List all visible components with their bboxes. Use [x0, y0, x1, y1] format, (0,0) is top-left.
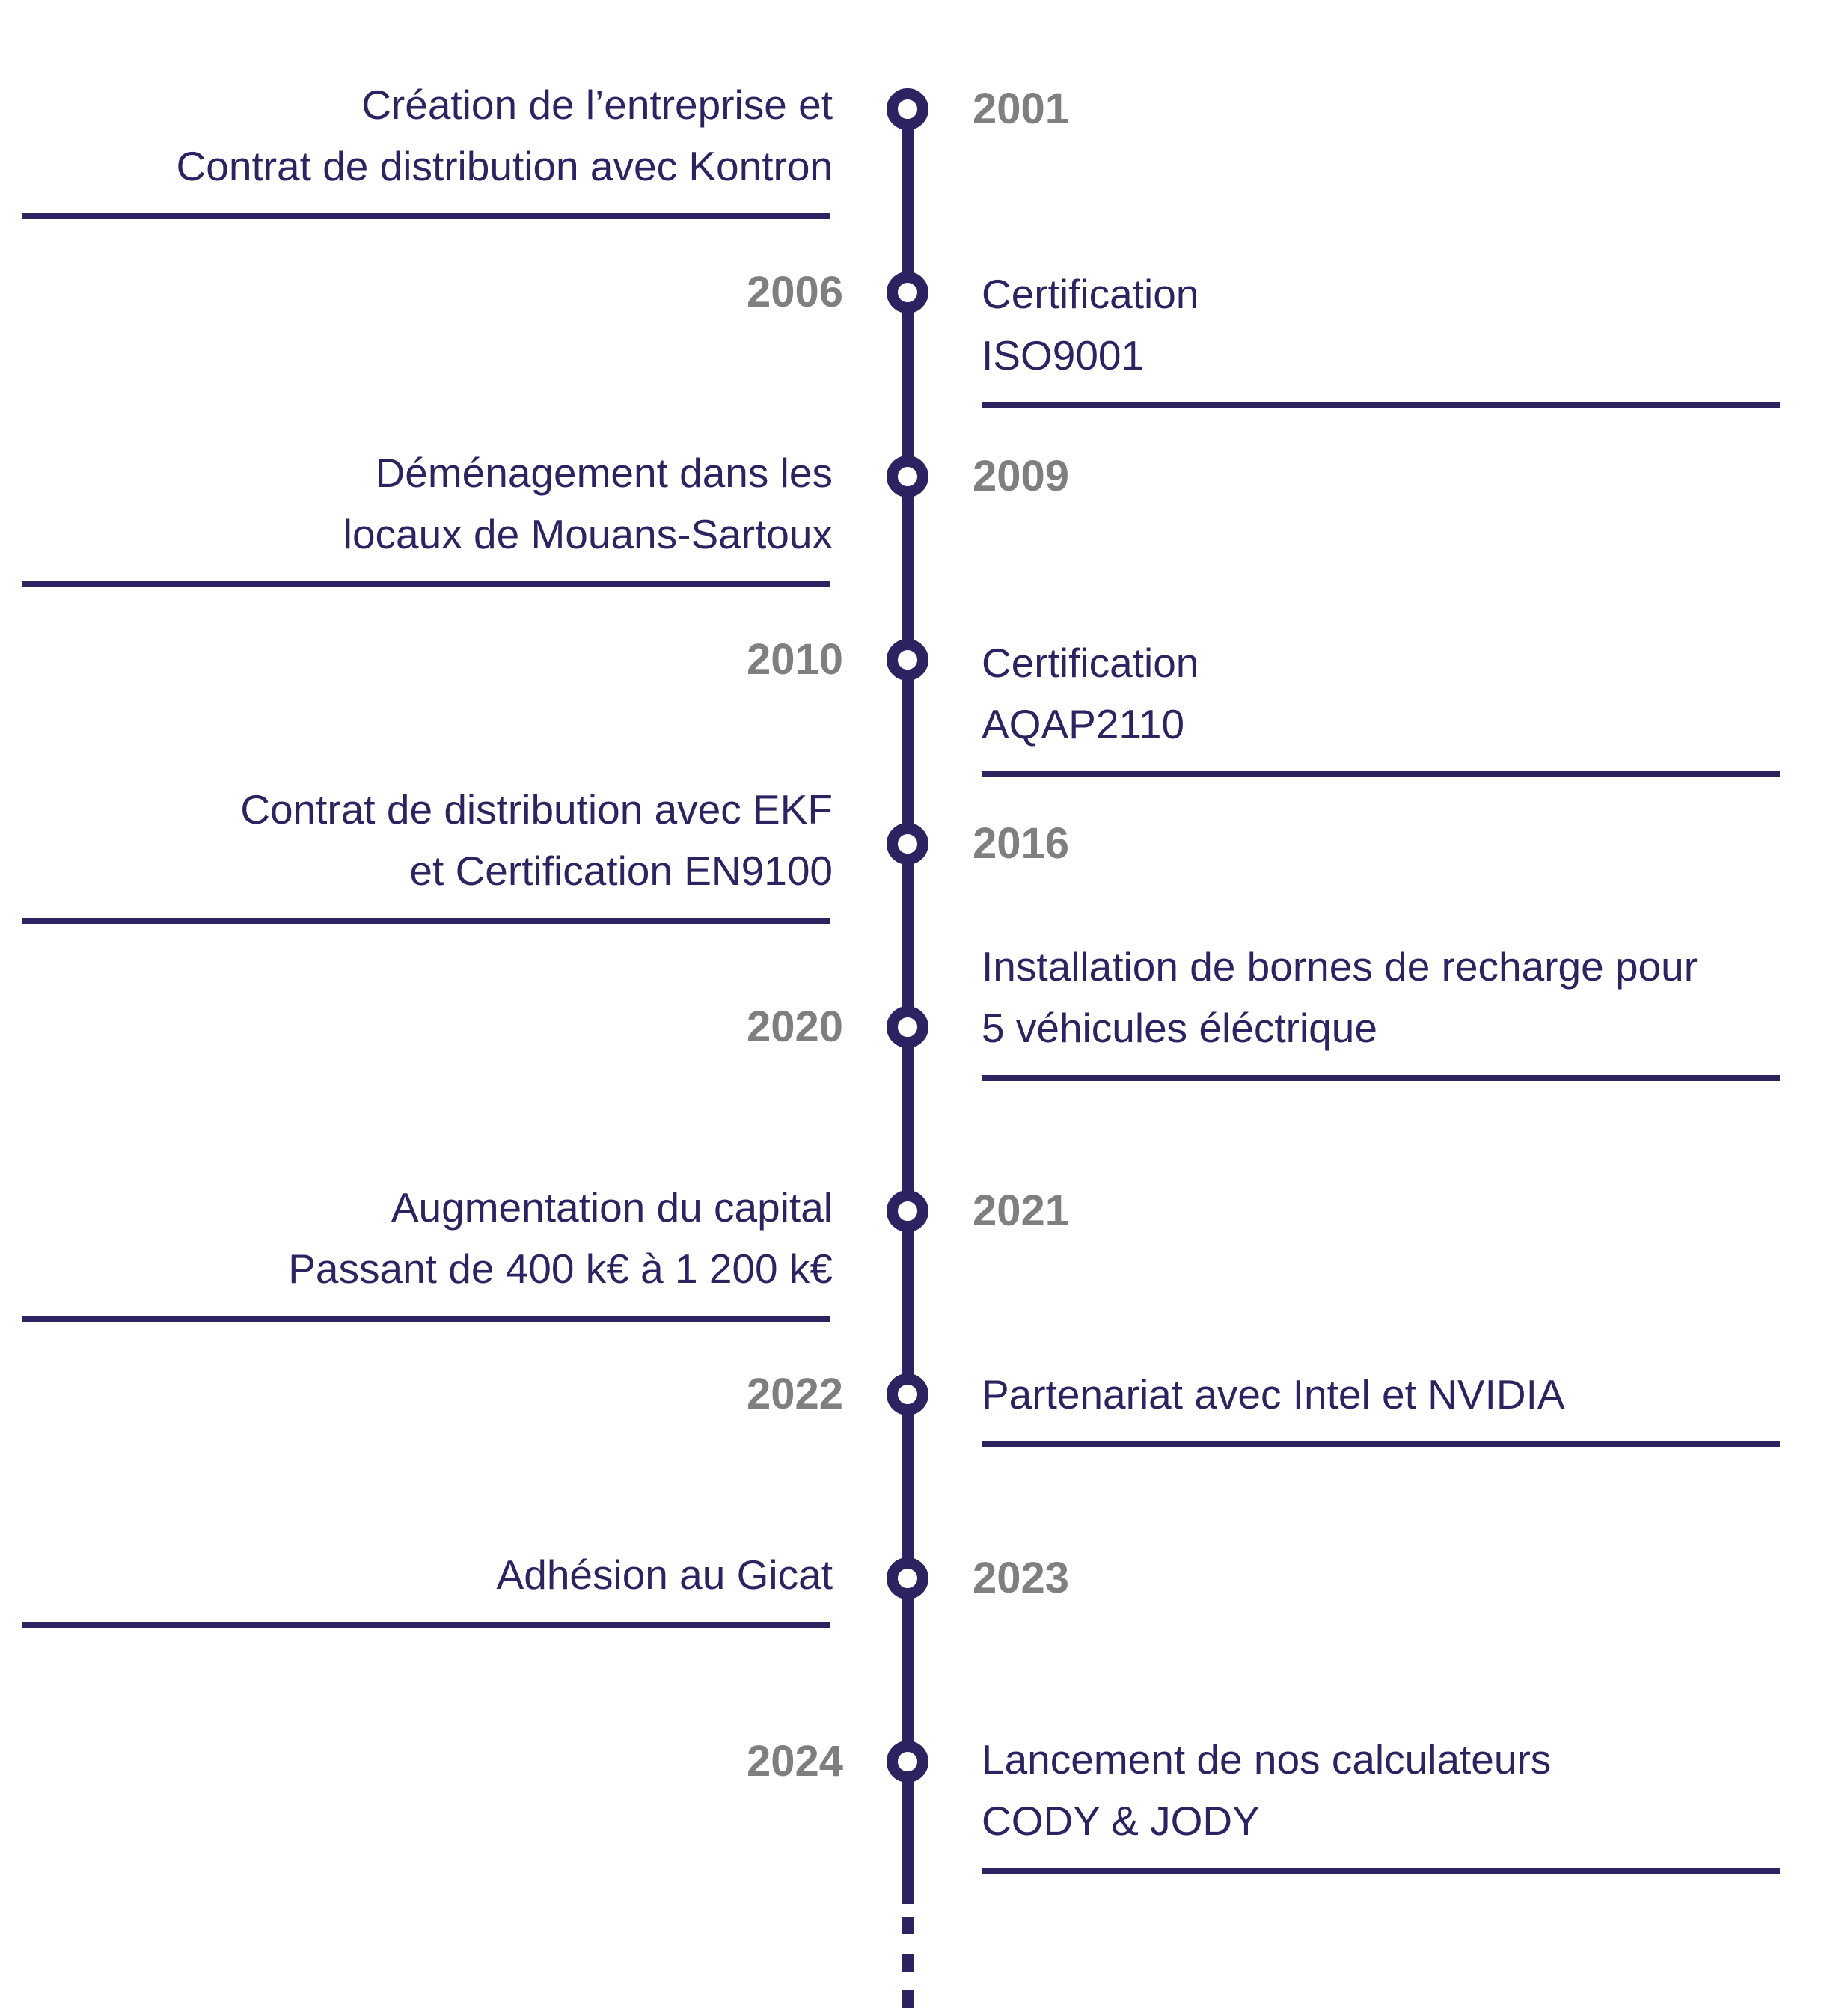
event-description: Installation de bornes de recharge pour 5… — [982, 936, 1698, 1058]
event-text-line: Contrat de distribution avec EKF — [240, 786, 833, 833]
event-text-line: Certification — [982, 640, 1199, 686]
timeline-dash — [902, 1917, 914, 1934]
event-year-label: 2020 — [746, 1002, 843, 1051]
event-text-line: ISO9001 — [982, 332, 1145, 379]
event-text-line: Contrat de distribution avec Kontron — [176, 143, 833, 189]
timeline-node — [887, 823, 928, 865]
event-year-label: 2023 — [973, 1554, 1070, 1602]
timeline-node — [887, 272, 928, 313]
timeline-dash — [902, 1954, 914, 1972]
event-underline — [22, 918, 830, 924]
event-underline — [982, 1441, 1780, 1447]
event-year-label: 2024 — [746, 1737, 843, 1786]
event-text-line: Passant de 400 k€ à 1 200 k€ — [288, 1246, 833, 1292]
event-underline — [22, 213, 830, 219]
event-underline — [982, 402, 1780, 408]
event-underline — [982, 1868, 1780, 1874]
event-description: Contrat de distribution avec EKF et Certi… — [240, 779, 833, 901]
event-text-line: Déménagement dans les — [375, 450, 833, 496]
event-year-label: 2022 — [746, 1370, 843, 1418]
timeline-node — [887, 1557, 928, 1599]
event-description: Adhésion au Gicat — [497, 1544, 833, 1605]
timeline-node — [887, 1006, 928, 1048]
event-text-line: Lancement de nos calculateurs — [982, 1736, 1552, 1783]
event-description: Création de l’entreprise et Contrat de di… — [177, 74, 833, 197]
event-description: Partenariat avec Intel et NVIDIA — [982, 1364, 1565, 1425]
timeline-node — [887, 1190, 928, 1232]
event-year-label: 2010 — [746, 635, 843, 684]
event-underline — [22, 1622, 830, 1628]
event-text-line: AQAP2110 — [982, 701, 1185, 747]
timeline-node — [887, 456, 928, 497]
timeline-node — [887, 639, 928, 681]
event-text-line: 5 véhicules éléctrique — [982, 1005, 1377, 1051]
timeline-node — [887, 88, 928, 130]
event-year-label: 2021 — [973, 1186, 1070, 1235]
timeline-dash — [902, 1990, 914, 2008]
event-underline — [982, 1075, 1780, 1081]
event-year-label: 2001 — [973, 85, 1070, 133]
timeline-node — [887, 1373, 928, 1415]
event-text-line: Création de l’entreprise et — [361, 82, 833, 128]
event-underline — [22, 581, 830, 587]
event-underline — [982, 771, 1780, 777]
event-underline — [22, 1316, 830, 1322]
event-year-label: 2009 — [973, 452, 1070, 500]
event-text-line: et Certification EN9100 — [409, 848, 833, 894]
event-description: Déménagement dans les locaux de Mouans-Sa… — [343, 442, 833, 565]
event-year-label: 2006 — [746, 268, 843, 316]
event-text-line: Partenariat avec Intel et NVIDIA — [982, 1371, 1565, 1418]
timeline-node — [887, 1741, 928, 1783]
event-text-line: CODY & JODY — [982, 1798, 1260, 1844]
event-text-line: Adhésion au Gicat — [496, 1551, 833, 1598]
event-text-line: Installation de bornes de recharge pour — [982, 943, 1698, 990]
event-text-line: Augmentation du capital — [391, 1184, 833, 1231]
event-year-label: 2016 — [973, 819, 1070, 868]
event-text-line: locaux de Mouans-Sartoux — [343, 511, 833, 557]
event-text-line: Certification — [982, 271, 1199, 317]
